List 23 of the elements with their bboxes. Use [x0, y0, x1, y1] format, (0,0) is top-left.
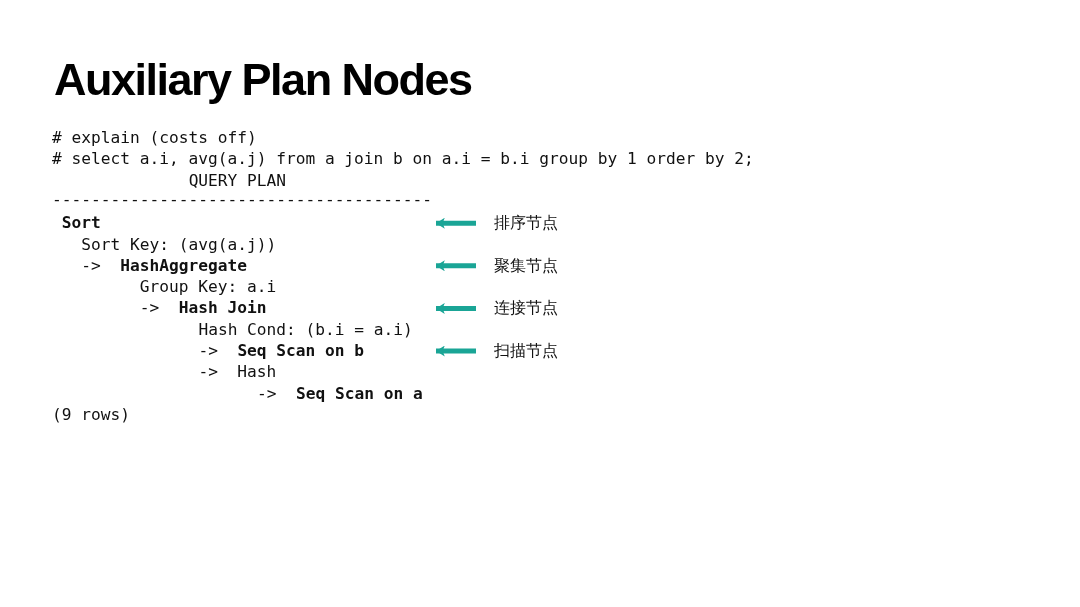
code-line: -> Hash Join	[139, 298, 267, 319]
code-line: -> HashAggregate	[81, 255, 247, 276]
code-line: -> Seq Scan on b	[198, 341, 365, 361]
code-line: Sort Key: (avg(a.j))	[81, 234, 277, 255]
node-label: 聚集节点	[494, 255, 558, 276]
code-line: -> Seq Scan on a	[256, 383, 423, 404]
title: Auxiliary Plan Nodes	[54, 54, 472, 106]
node-label: 排序节点	[494, 213, 558, 234]
arrow	[436, 345, 476, 357]
separator-line: ---------------------------------------	[52, 193, 433, 206]
arrow	[436, 302, 476, 314]
arrow	[436, 217, 476, 229]
node-label: 连接节点	[494, 298, 558, 319]
code-line: -> Hash	[198, 362, 277, 383]
code-line: (9 rows)	[52, 404, 130, 425]
code-line: QUERY PLAN	[188, 170, 287, 191]
arrow	[436, 260, 476, 272]
code-line: Sort	[61, 213, 101, 234]
code-line: Hash Cond: (b.i = a.i)	[198, 319, 413, 340]
code-line: Group Key: a.i	[139, 277, 277, 298]
code-line: # select a.i, avg(a.j) from a join b on a.i = b.i group by 1 order by 2;	[52, 149, 754, 170]
code-line: # explain (costs off)	[52, 128, 257, 148]
node-label: 扫描节点	[494, 341, 558, 361]
